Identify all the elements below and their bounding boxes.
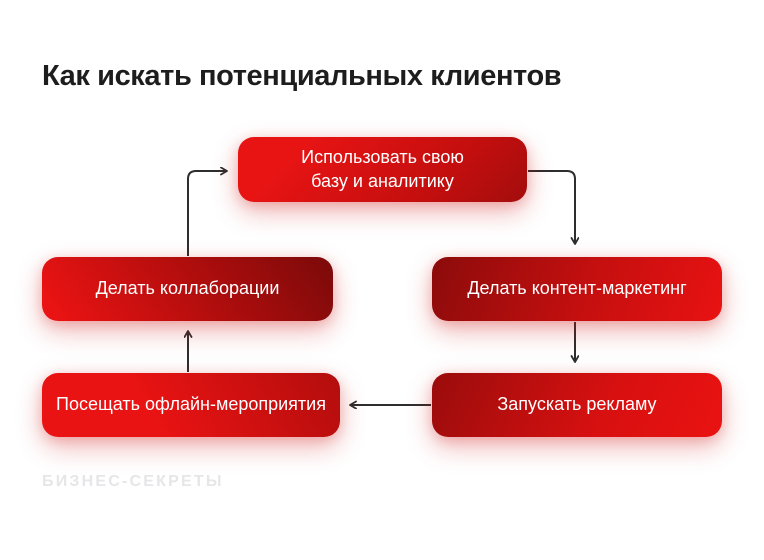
node-use-base: Использовать свою базу и аналитику	[238, 137, 527, 202]
node-launch-ads: Запускать рекламу	[432, 373, 722, 437]
node-content-marketing: Делать контент-маркетинг	[432, 257, 722, 321]
node-collaborations-label: Делать коллаборации	[95, 278, 280, 299]
node-content-marketing-label: Делать контент-маркетинг	[467, 278, 687, 299]
node-collaborations: Делать коллаборации	[42, 257, 333, 321]
page-title: Как искать потенциальных клиентов	[42, 60, 562, 92]
node-use-base-line1: Использовать свою	[301, 146, 464, 167]
node-use-base-line2: базу и аналитику	[311, 170, 454, 191]
arrow-use-base-to-content-marketing	[528, 170, 575, 244]
node-offline-events: Посещать офлайн-мероприятия	[42, 373, 340, 437]
arrow-collaborations-to-use-base	[187, 171, 227, 256]
brand-watermark: БИЗНЕС-СЕКРЕТЫ	[42, 473, 224, 490]
node-offline-events-label: Посещать офлайн-мероприятия	[56, 394, 326, 415]
node-launch-ads-label: Запускать рекламу	[497, 394, 657, 415]
